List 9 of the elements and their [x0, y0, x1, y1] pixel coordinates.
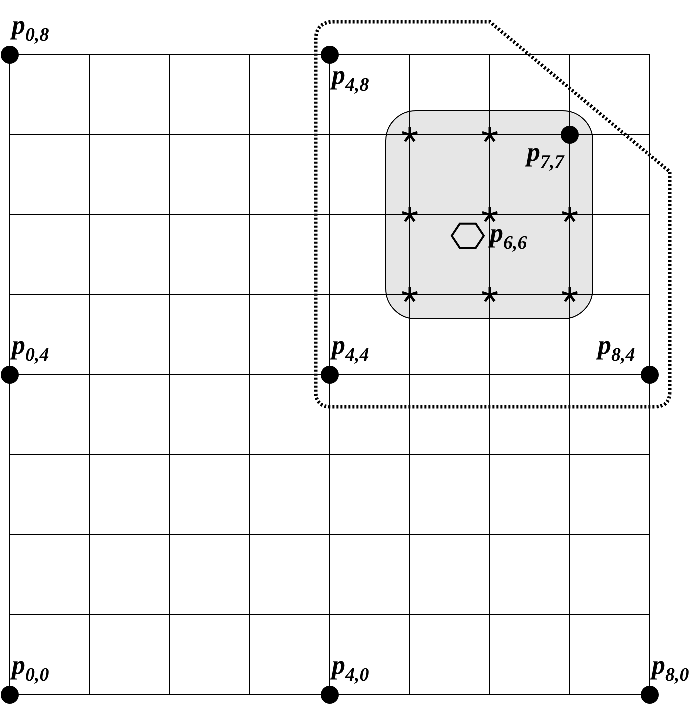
- point-label: p$_{4,4}$: [332, 332, 370, 365]
- point-label: p$_{8,0}$: [652, 652, 690, 685]
- point-label: p$_{0,4}$: [12, 332, 50, 365]
- point-label: p$_{4,8}$: [332, 62, 370, 95]
- point-label: p$_{0,0}$: [12, 652, 50, 685]
- point-label: p$_{8,4}$: [598, 332, 636, 365]
- point-label: p$_{4,0}$: [332, 652, 370, 685]
- point-label: p$_{7,7}$: [527, 139, 564, 172]
- point-label: p$_{0,8}$: [12, 12, 50, 45]
